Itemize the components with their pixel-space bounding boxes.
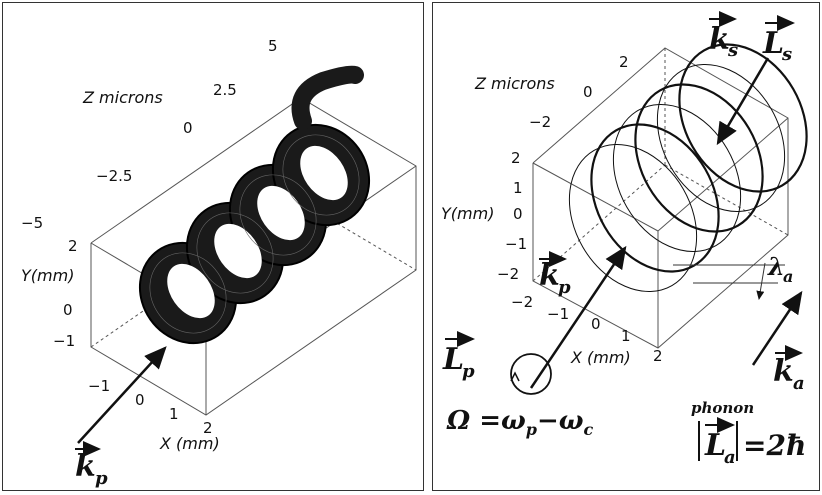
left-y-tick-0: 0 — [63, 301, 73, 319]
right-x-tick-1: 1 — [621, 327, 631, 345]
right-y-tick-neg2: −2 — [497, 265, 519, 283]
svg-text:λ: λ — [767, 252, 785, 281]
svg-text:a: a — [724, 447, 736, 468]
svg-text:k: k — [709, 22, 730, 57]
right-z-tick-neg2: −2 — [529, 113, 551, 131]
left-y-tick-2: 2 — [68, 237, 78, 255]
svg-text:=2ħ: =2ħ — [743, 429, 806, 462]
left-panel-helix-tube: Z microns 5 2.5 0 −2.5 −5 2 Y(mm) 0 −1 −… — [2, 2, 424, 491]
right-z-tick-2: 2 — [619, 53, 629, 71]
right-kp-arrow — [529, 245, 627, 389]
right-helix-loops — [568, 43, 808, 293]
svg-text:k: k — [75, 449, 96, 484]
right-x-tick-neg1: −1 — [547, 305, 569, 323]
right-ka-arrow — [751, 290, 803, 366]
right-Lp-symbol: L p — [442, 331, 475, 382]
left-z-tick-2.5: 2.5 — [213, 81, 237, 99]
right-ks-symbol: k s — [709, 11, 738, 61]
left-kp-arrow — [77, 346, 167, 444]
svg-text:Ω =ωp−ωc: Ω =ωp−ωc — [446, 406, 593, 439]
right-y-tick-1: 1 — [513, 179, 523, 197]
right-y-tick-neg1: −1 — [505, 235, 527, 253]
left-helix-figure: Z microns 5 2.5 0 −2.5 −5 2 Y(mm) 0 −1 −… — [21, 37, 417, 489]
svg-text:L: L — [762, 26, 784, 61]
svg-text:p: p — [558, 277, 571, 298]
right-y-axis-label: Y(mm) — [441, 204, 494, 223]
right-bounding-box — [532, 47, 789, 349]
svg-text:p: p — [462, 361, 475, 382]
left-z-tick-neg2.5: −2.5 — [96, 167, 132, 185]
left-helix-tube — [138, 65, 371, 345]
right-x-tick-0: 0 — [591, 315, 601, 333]
svg-text:L: L — [442, 342, 464, 377]
left-y-tick-neg1: −1 — [53, 332, 75, 350]
right-x-tick-2: 2 — [653, 347, 663, 365]
svg-text:a: a — [783, 267, 793, 286]
left-y-axis-label: Y(mm) — [21, 266, 74, 285]
left-z-tick-0: 0 — [183, 119, 193, 137]
left-z-tick-5: 5 — [268, 37, 278, 55]
svg-text:L: L — [704, 428, 726, 463]
left-z-axis-label: Z microns — [82, 88, 163, 107]
right-ks-arrow — [716, 57, 770, 146]
right-z-tick-0: 0 — [583, 83, 593, 101]
right-Ls-symbol: L s — [762, 15, 795, 65]
right-omega-equation: Ω =ωp−ωc — [446, 406, 593, 439]
svg-text:k: k — [773, 354, 794, 389]
left-x-axis-label: X (mm) — [159, 434, 220, 453]
left-x-tick-1: 1 — [169, 405, 179, 423]
svg-text:a: a — [793, 373, 805, 394]
right-ka-symbol: k a — [773, 345, 805, 394]
left-z-tick-neg5: −5 — [21, 214, 43, 232]
right-x-axis-label: X (mm) — [570, 348, 631, 367]
svg-text:p: p — [95, 468, 108, 489]
right-La-equation: L a =2ħ — [698, 417, 806, 468]
svg-text:s: s — [727, 40, 738, 61]
left-kp-symbol: k p — [75, 441, 108, 489]
right-y-tick-0: 0 — [513, 205, 523, 223]
svg-text:k: k — [539, 258, 560, 293]
left-x-tick-2: 2 — [203, 419, 213, 437]
right-phonon-label: phonon — [691, 399, 754, 417]
right-kp-symbol: k p — [539, 251, 571, 298]
right-lambda-symbol: λ a — [767, 252, 793, 286]
right-panel-helix-lines: Z microns 2 0 −2 2 1 Y(mm) 0 −1 −2 −2 −1… — [432, 2, 820, 491]
right-rotation-circle — [510, 353, 552, 395]
left-x-tick-0: 0 — [135, 391, 145, 409]
right-z-axis-label: Z microns — [474, 74, 555, 93]
right-helix-figure: Z microns 2 0 −2 2 1 Y(mm) 0 −1 −2 −2 −1… — [441, 11, 808, 468]
left-x-tick-neg1: −1 — [88, 377, 110, 395]
svg-text:s: s — [781, 44, 792, 65]
right-y-tick-2: 2 — [511, 149, 521, 167]
right-lambda-dimension — [673, 262, 785, 300]
right-x-tick-neg2: −2 — [511, 293, 533, 311]
